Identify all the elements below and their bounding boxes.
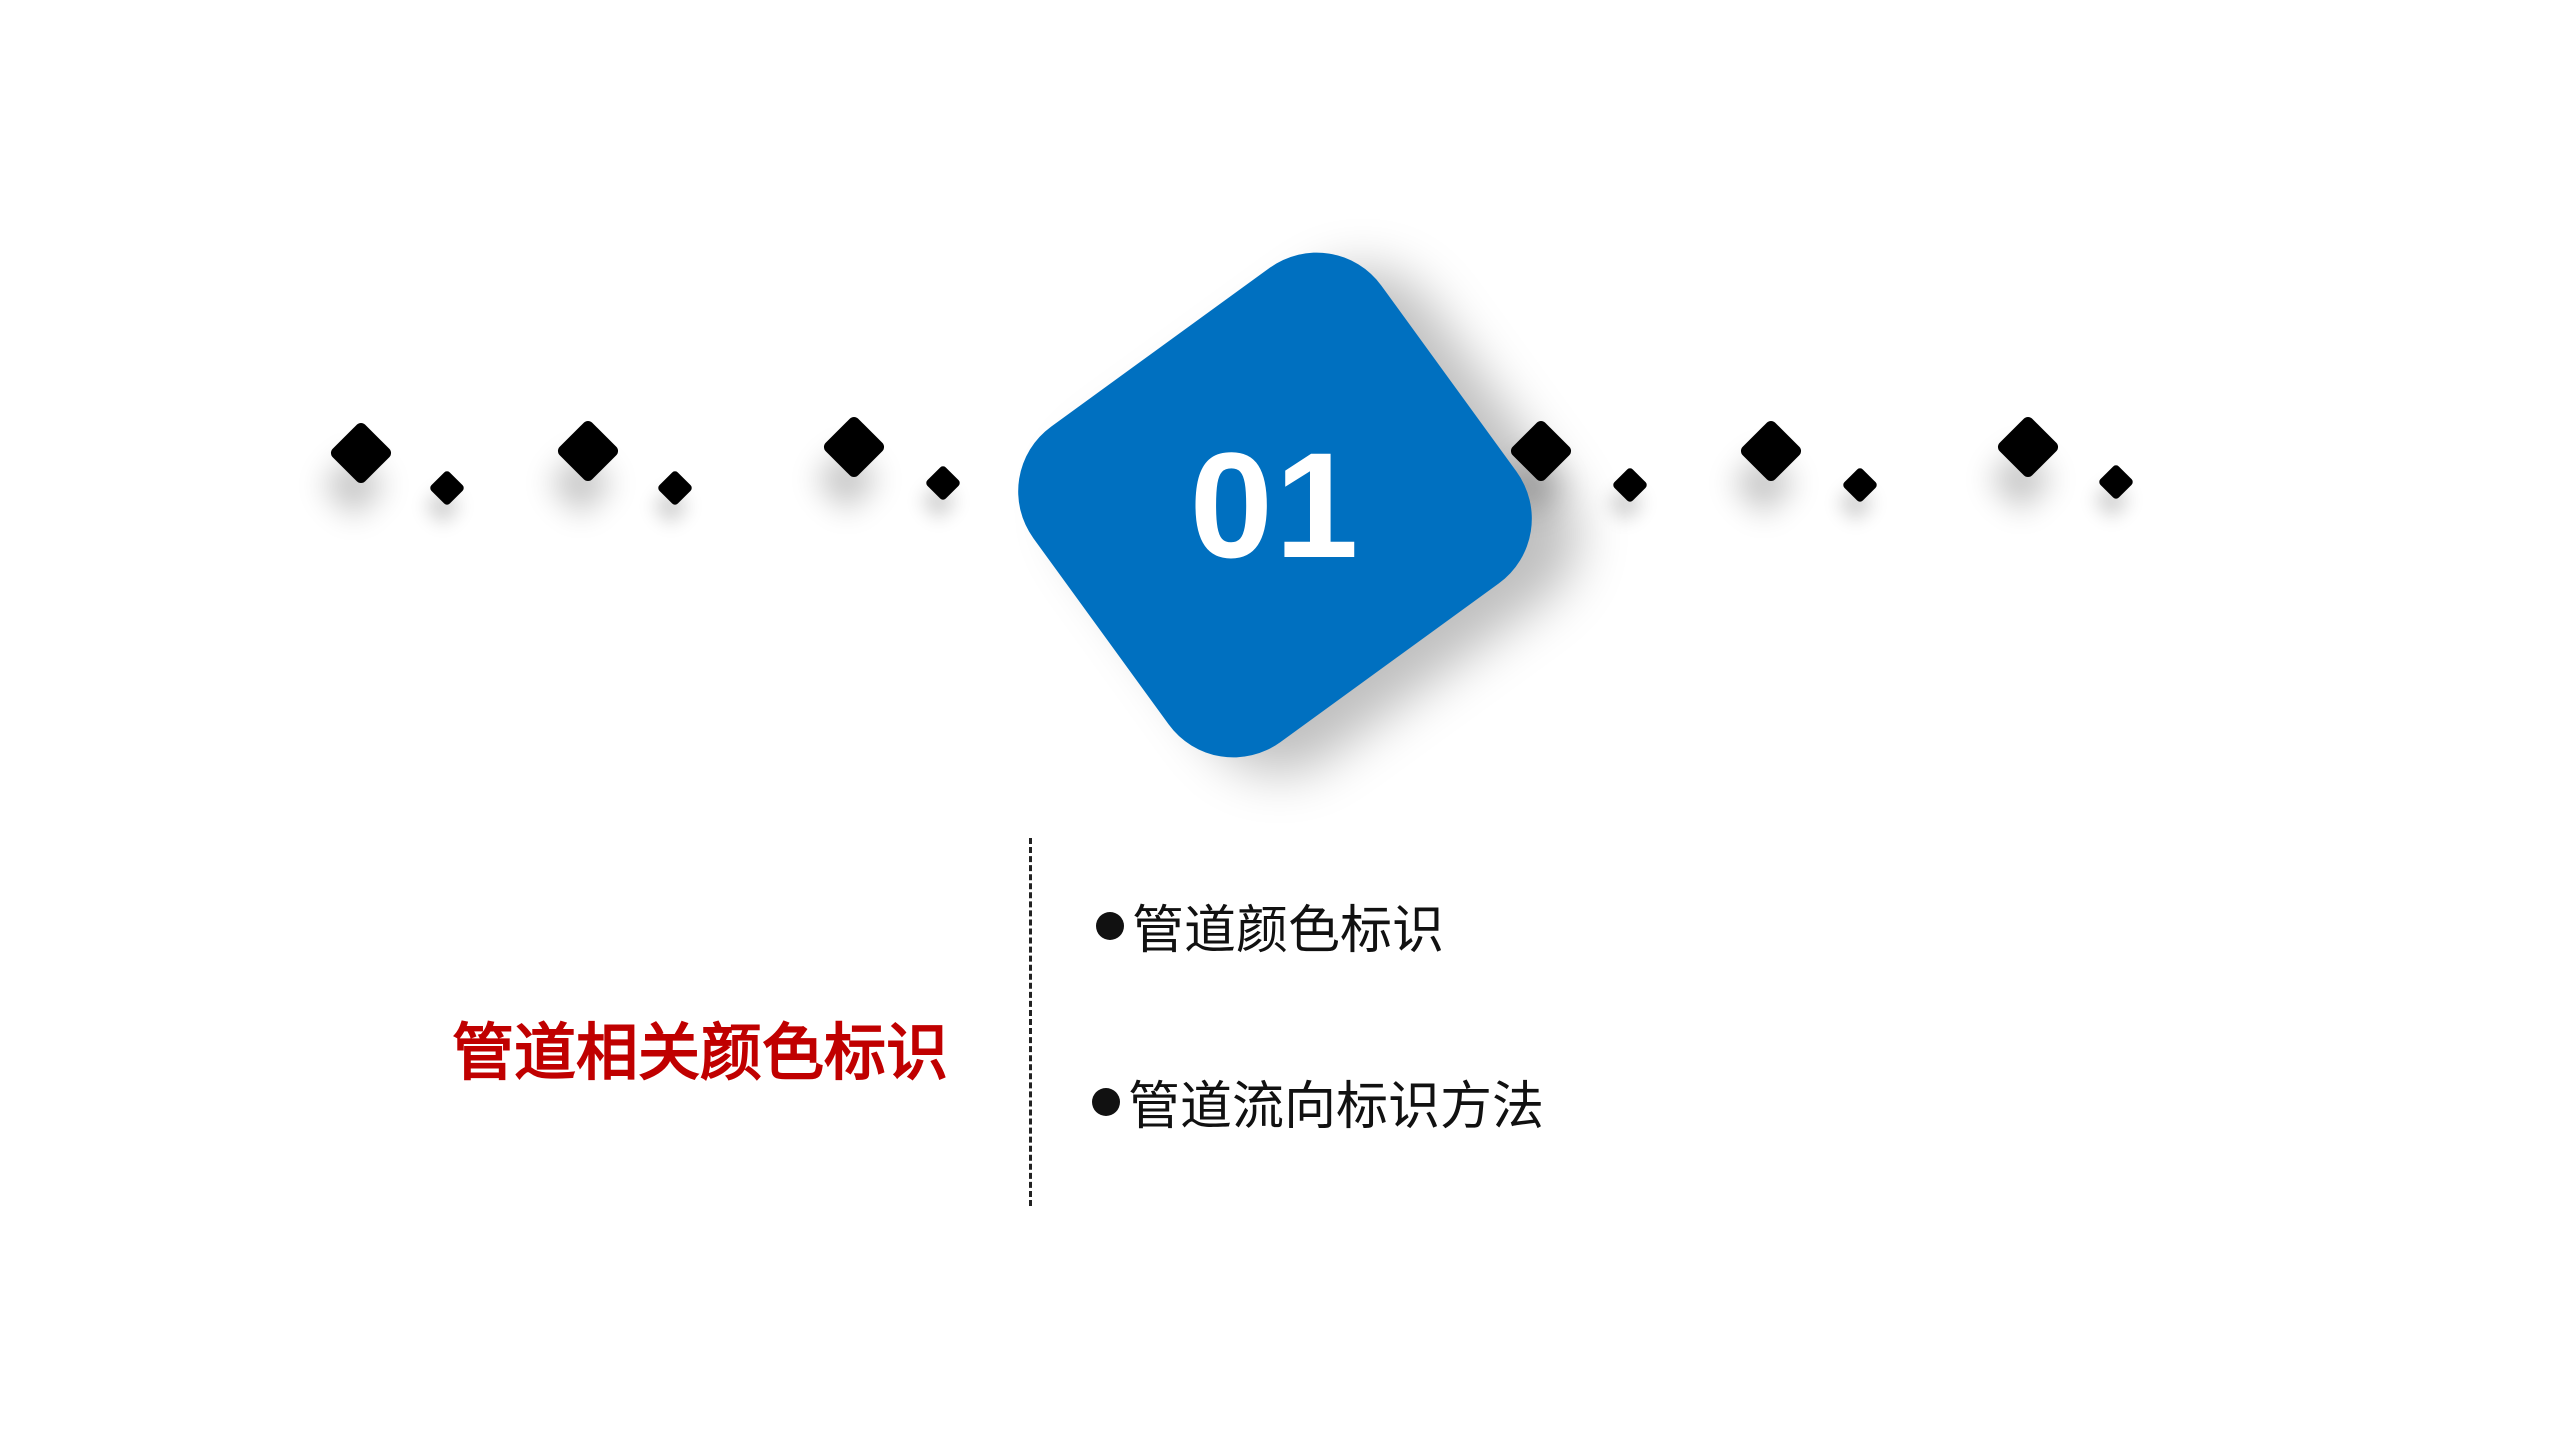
diamond-icon [555, 418, 621, 484]
list-item: 管道颜色标识 [1096, 888, 1444, 963]
diamond-icon [656, 469, 694, 507]
diamond-icon [428, 469, 466, 507]
bullet-icon [1092, 1087, 1120, 1116]
list-item-label: 管道颜色标识 [1132, 901, 1445, 961]
section-number: 01 [1189, 420, 1361, 589]
diamond-icon [821, 414, 887, 480]
diamond-icon [924, 464, 962, 502]
diamond-icon [1738, 418, 1804, 484]
diamond-icon [1841, 466, 1879, 504]
dashed-divider [1029, 838, 1032, 1206]
diamond-icon [1995, 414, 2061, 480]
diamond-icon [2097, 463, 2135, 501]
list-item: 管道流向标识方法 [1092, 1064, 1544, 1139]
section-title: 管道相关颜色标识 [451, 1016, 948, 1089]
bullet-icon [1096, 911, 1124, 940]
diamond-icon [328, 420, 394, 486]
diamond-icon [1611, 466, 1649, 504]
list-item-label: 管道流向标识方法 [1128, 1077, 1545, 1137]
